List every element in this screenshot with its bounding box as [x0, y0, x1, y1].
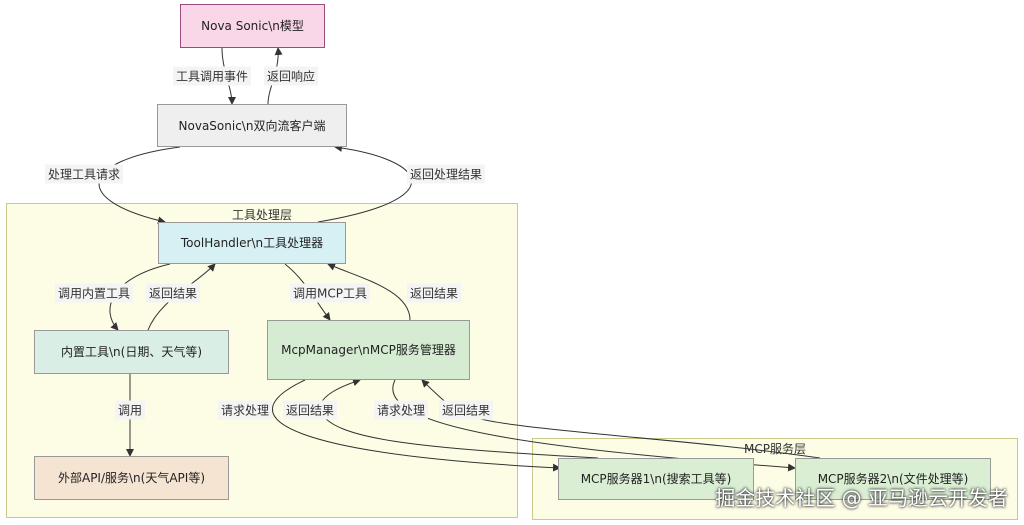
label-request-process-1: 请求处理 — [217, 400, 273, 420]
edge-manager-to-handler — [327, 263, 411, 321]
tool-layer-title: 工具处理层 — [231, 208, 292, 222]
edge-handler-to-client — [317, 143, 412, 223]
edge-manager-to-server2 — [392, 379, 796, 472]
label-call: 调用 — [114, 400, 146, 420]
mcp-server1-node: MCP服务器1\n(搜索工具等) — [558, 458, 754, 500]
watermark: 掘金技术社区 @ 亚马逊云开发者 — [715, 486, 1008, 510]
edge-server1-to-manager — [319, 378, 599, 459]
label-tool-call-event: 工具调用事件 — [172, 66, 252, 86]
label-return-process-result: 返回处理结果 — [406, 164, 486, 184]
edge-manager-to-server1 — [272, 379, 561, 472]
nova-sonic-client-node: NovaSonic\n双向流客户端 — [157, 104, 347, 147]
label-request-process-2: 请求处理 — [373, 400, 429, 420]
edge-client-to-handler — [98, 146, 181, 225]
label-process-tool-request: 处理工具请求 — [44, 164, 124, 184]
label-return-response: 返回响应 — [263, 66, 319, 86]
mcp-server2-node: MCP服务器2\n(文件处理等) — [795, 458, 991, 500]
label-call-builtin-tool: 调用内置工具 — [54, 283, 134, 303]
mcp-layer-title: MCP服务层 — [744, 442, 806, 456]
label-return-result-2: 返回结果 — [438, 400, 494, 420]
label-return-result-mcp: 返回结果 — [406, 283, 462, 303]
mcp-manager-node: McpManager\nMCP服务管理器 — [267, 320, 470, 380]
label-return-result-1: 返回结果 — [282, 400, 338, 420]
nova-sonic-model-node: Nova Sonic\n模型 — [180, 4, 325, 48]
label-call-mcp-tool: 调用MCP工具 — [290, 283, 370, 303]
tool-handler-node: ToolHandler\n工具处理器 — [158, 222, 346, 264]
builtin-tools-node: 内置工具\n(日期、天气等) — [34, 330, 229, 374]
label-return-result-builtin: 返回结果 — [145, 283, 201, 303]
edge-server2-to-manager — [421, 379, 821, 459]
external-api-node: 外部API/服务\n(天气API等) — [34, 456, 229, 500]
